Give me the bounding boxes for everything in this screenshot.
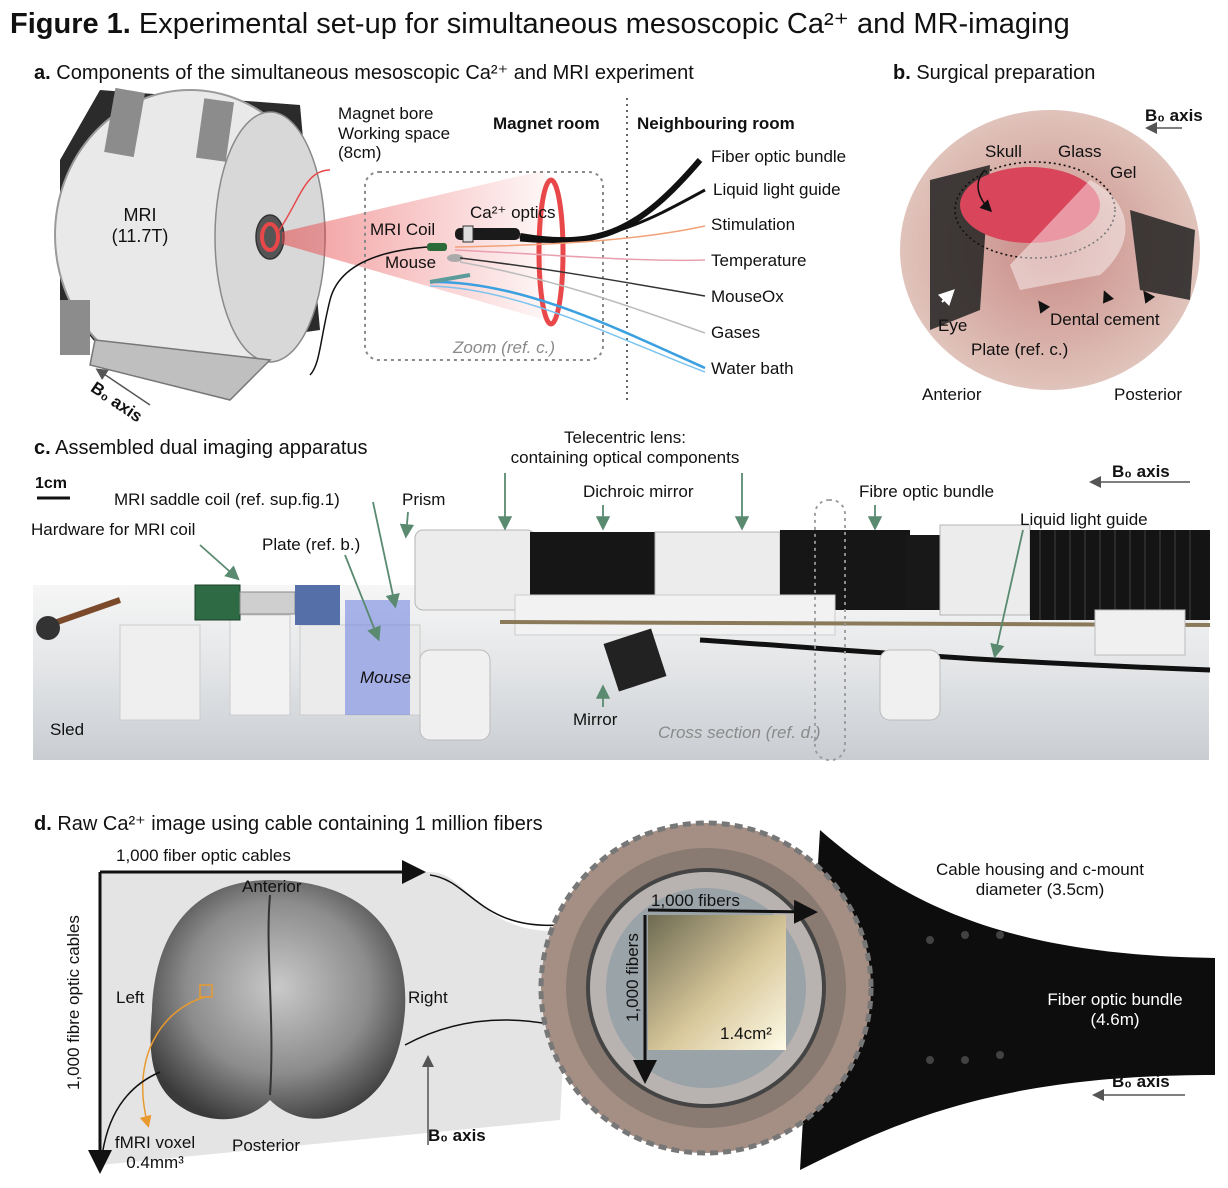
plate-label-b: Plate (ref. c.) [971, 340, 1069, 359]
posterior-label-d: Posterior [232, 1136, 301, 1155]
scale-label: 1cm [35, 475, 68, 492]
liquid-light-guide-label-c: Liquid light guide [1020, 510, 1148, 529]
panel-b-artwork [900, 110, 1200, 390]
prism-label: Prism [402, 490, 446, 509]
b0-axis-label-d-up: B₀ axis [428, 1126, 486, 1145]
gases-label: Gases [711, 323, 761, 342]
panel-d-heading: d. Raw Ca²⁺ image using cable containing… [34, 813, 543, 835]
panel-b-heading: b. Surgical preparation [893, 62, 1096, 84]
temperature-label: Temperature [711, 251, 807, 270]
anterior-label-b: Anterior [922, 385, 982, 404]
mri-coil-label: MRI Coil [370, 220, 436, 239]
light-cone [282, 170, 545, 320]
fibre-optic-bundle-label-c: Fibre optic bundle [859, 482, 995, 501]
fibre-optic-bundle-photo [1030, 530, 1210, 620]
figure-title: Figure 1. Experimental set-up for simult… [10, 8, 1070, 40]
gel-label: Gel [1110, 163, 1137, 182]
mri-label: MRI(11.7T) [111, 205, 169, 246]
fiber-optic-bundle-label-d: Fiber optic bundle(4.6m) [1047, 990, 1183, 1029]
area-label: 1.4cm² [720, 1024, 772, 1043]
fmri-voxel-marker [199, 984, 213, 998]
brain-image [150, 880, 406, 1120]
anterior-label-d: Anterior [242, 877, 302, 896]
dichroic-mirror-label: Dichroic mirror [583, 482, 694, 501]
laser-ring [536, 177, 566, 327]
panel-a-artwork [54, 87, 706, 406]
hardware-mri-coil-label: Hardware for MRI coil [31, 520, 196, 539]
liquid-light-guide-label: Liquid light guide [713, 180, 841, 199]
water-bath-line [429, 280, 706, 370]
water-bath-label: Water bath [711, 359, 794, 378]
cables-vertical-label: 1,000 fibre optic cables [64, 915, 83, 1090]
b0-axis-label-c: B₀ axis [1112, 462, 1170, 481]
glass-label: Glass [1058, 142, 1102, 161]
fibers-horizontal-label: 1,000 fibers [651, 891, 740, 910]
panel-d-artwork [88, 820, 1215, 1174]
stimulation-label: Stimulation [711, 215, 796, 234]
right-label: Right [408, 988, 448, 1007]
fiber-cable-shape [800, 830, 1215, 1170]
eye-label: Eye [938, 316, 968, 335]
mouseox-label: MouseOx [711, 287, 784, 306]
neighbouring-room-label: Neighbouring room [637, 114, 795, 133]
dental-cement-label: Dental cement [1050, 310, 1160, 329]
b0-axis-label-d: B₀ axis [1112, 1072, 1170, 1091]
fibers-vertical-label: 1,000 fibers [623, 933, 642, 1022]
b0-axis-label-b: B₀ axis [1145, 106, 1203, 125]
panel-a-heading: a. Components of the simultaneous mesosc… [34, 62, 694, 84]
mri-saddle-coil-label: MRI saddle coil (ref. sup.fig.1) [114, 490, 340, 509]
cables-horizontal-label: 1,000 fiber optic cables [116, 846, 291, 865]
fiber-optic-bundle-label: Fiber optic bundle [711, 147, 847, 166]
magnet-room-label: Magnet room [493, 114, 600, 133]
sled-label: Sled [50, 720, 85, 739]
ca-optics-label: Ca²⁺ optics [470, 203, 556, 222]
plate-label-c: Plate (ref. b.) [262, 535, 361, 554]
panel-c-heading: c. Assembled dual imaging apparatus [34, 437, 368, 459]
left-label: Left [116, 988, 145, 1007]
zoom-box [364, 171, 604, 361]
posterior-label-b: Posterior [1114, 385, 1183, 404]
mouse-label: Mouse [385, 253, 437, 272]
fiber-face-square [648, 915, 786, 1050]
mouse-label-c: Mouse [360, 668, 412, 687]
panel-c-artwork [33, 473, 1211, 761]
zoom-label: Zoom (ref. c.) [453, 338, 556, 357]
telecentric-lens-label: Telecentric lens:containing optical comp… [510, 428, 740, 467]
mirror-label: Mirror [573, 710, 618, 729]
cross-section-label: Cross section (ref. d.) [658, 723, 821, 742]
skull-label: Skull [985, 142, 1022, 161]
